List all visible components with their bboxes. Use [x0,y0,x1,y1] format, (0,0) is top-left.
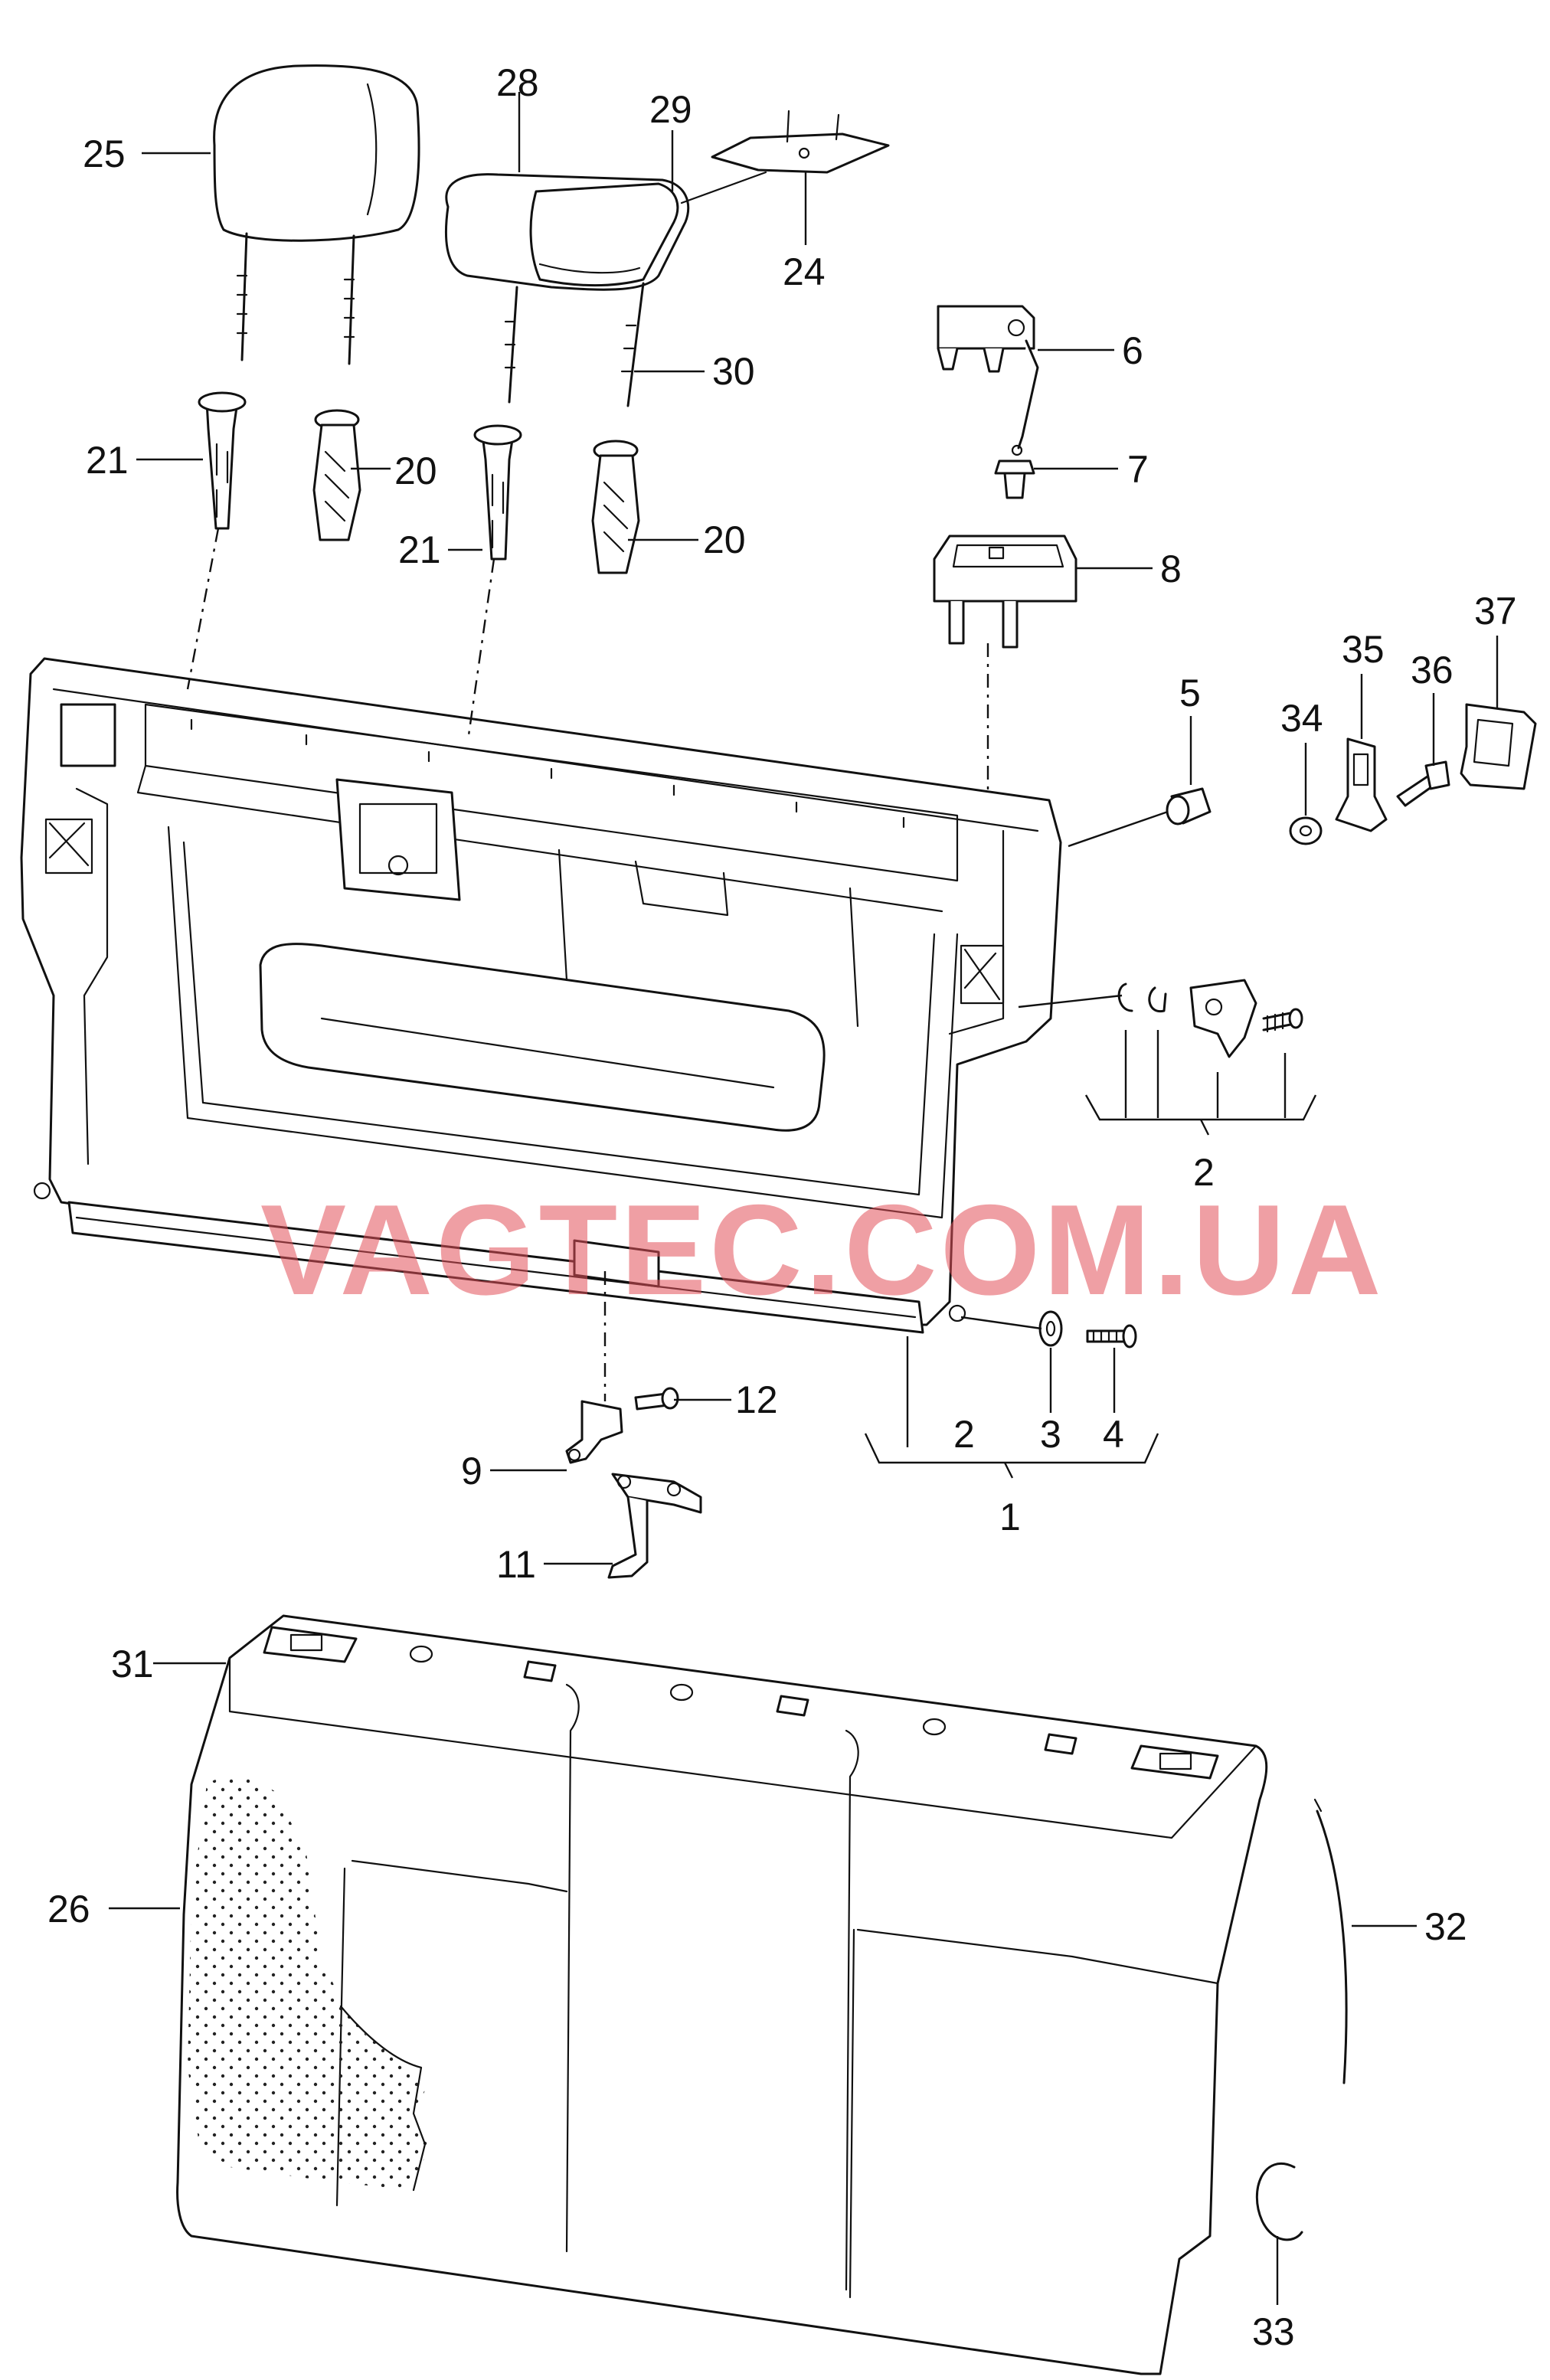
callout-6: 6 [1122,329,1143,372]
callout-26: 26 [47,1888,90,1930]
watermark: VAGTEC.COM.UA [260,1178,1385,1322]
callout-29: 29 [649,88,692,131]
screw-4 [1086,1324,1137,1349]
callout-9: 9 [461,1450,482,1492]
callout-31: 31 [111,1643,154,1685]
buffer-5 [1166,787,1212,825]
bracket-9 [565,1400,623,1464]
headrest-guide-21-right [473,424,522,561]
cover-37 [1460,703,1537,790]
lock-11 [607,1473,702,1579]
callout-37: 37 [1474,590,1517,633]
headrest-guide-21-left [198,391,247,530]
callout-28: 28 [496,61,539,104]
rod-32 [1313,1798,1348,2084]
callout-2-upper: 2 [1193,1151,1215,1194]
washer-34 [1289,816,1323,845]
callout-25: 25 [83,132,126,175]
callout-2-lower: 2 [953,1413,975,1456]
callout-32: 32 [1424,1905,1467,1948]
callout-21-right: 21 [398,528,441,571]
callout-11: 11 [496,1543,536,1586]
headrest-center [444,173,690,407]
hinge-assembly-upper [1117,979,1303,1058]
callout-33: 33 [1252,2310,1295,2353]
clip-33 [1255,2162,1303,2241]
callout-3: 3 [1040,1413,1061,1456]
callout-1: 1 [999,1496,1021,1538]
callout-20-left: 20 [394,450,437,492]
callout-7: 7 [1127,448,1149,491]
callout-12: 12 [735,1378,778,1421]
release-housing-8 [933,535,1077,649]
backrest-cover [176,1614,1268,2375]
callout-5: 5 [1179,672,1201,714]
screw-12 [634,1387,679,1411]
callout-34: 34 [1280,697,1323,740]
callout-21-left: 21 [86,439,129,482]
release-handle-6 [937,305,1039,456]
headrest-left [213,64,420,365]
callout-24: 24 [783,250,826,293]
callout-8: 8 [1160,548,1182,590]
clip-7 [994,459,1035,499]
backrest-frame [20,657,1062,1334]
callout-4: 4 [1103,1413,1124,1456]
callout-35: 35 [1342,628,1385,671]
callout-36: 36 [1411,649,1454,691]
headrest-guide-20-left [312,409,361,541]
bolt-36 [1396,760,1450,807]
headrest-guide-20-right [591,440,640,574]
bushing-3 [1038,1310,1063,1347]
callout-30: 30 [712,350,755,393]
callout-20-right: 20 [703,518,746,561]
trim-cover-24 [680,110,890,204]
bracket-35 [1335,737,1388,832]
